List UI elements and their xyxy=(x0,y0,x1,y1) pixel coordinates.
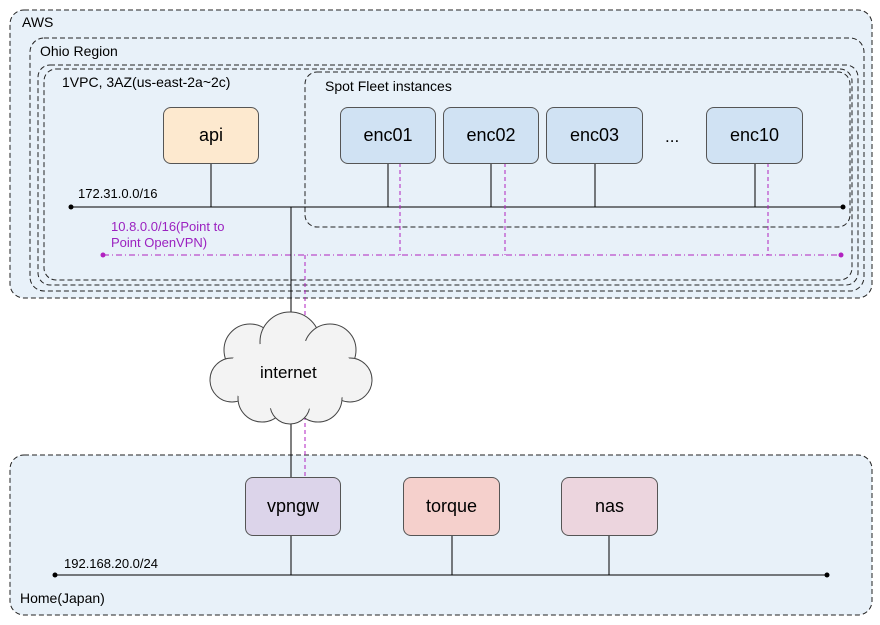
home-subnet-endpoint-left xyxy=(52,572,58,578)
api-node: api xyxy=(163,107,259,164)
internet-label: internet xyxy=(260,363,317,382)
enc10-node: enc10 xyxy=(706,107,803,164)
home-subnet-endpoint-right xyxy=(824,572,830,578)
spot-fleet-label: Spot Fleet instances xyxy=(325,78,452,94)
aws-subnet-label: 172.31.0.0/16 xyxy=(78,186,158,201)
ohio-region-label: Ohio Region xyxy=(40,43,118,59)
vpngw-node: vpngw xyxy=(245,477,341,536)
internet-cloud-fill xyxy=(225,340,357,410)
vpn-label-line2: Point OpenVPN) xyxy=(111,235,208,250)
enc02-node: enc02 xyxy=(443,107,539,164)
enc01-node: enc01 xyxy=(340,107,436,164)
aws-subnet-endpoint-right xyxy=(840,204,846,210)
aws-subnet-endpoint-left xyxy=(68,204,74,210)
enc03-node: enc03 xyxy=(546,107,643,164)
nas-node: nas xyxy=(561,477,658,536)
vpn-endpoint-right xyxy=(838,252,844,258)
vpn-label-line1: 10.8.0.0/16(Point to xyxy=(111,219,225,234)
more-instances-ellipsis: ... xyxy=(665,127,680,146)
home-subnet-label: 192.168.20.0/24 xyxy=(64,556,158,571)
home-zone-label: Home(Japan) xyxy=(20,590,105,606)
aws-zone-label: AWS xyxy=(22,14,54,30)
vpn-endpoint-left xyxy=(100,252,106,258)
torque-node: torque xyxy=(403,477,500,536)
vpc-label: 1VPC, 3AZ(us-east-2a~2c) xyxy=(62,74,231,90)
vpc-inner-box xyxy=(43,68,853,281)
